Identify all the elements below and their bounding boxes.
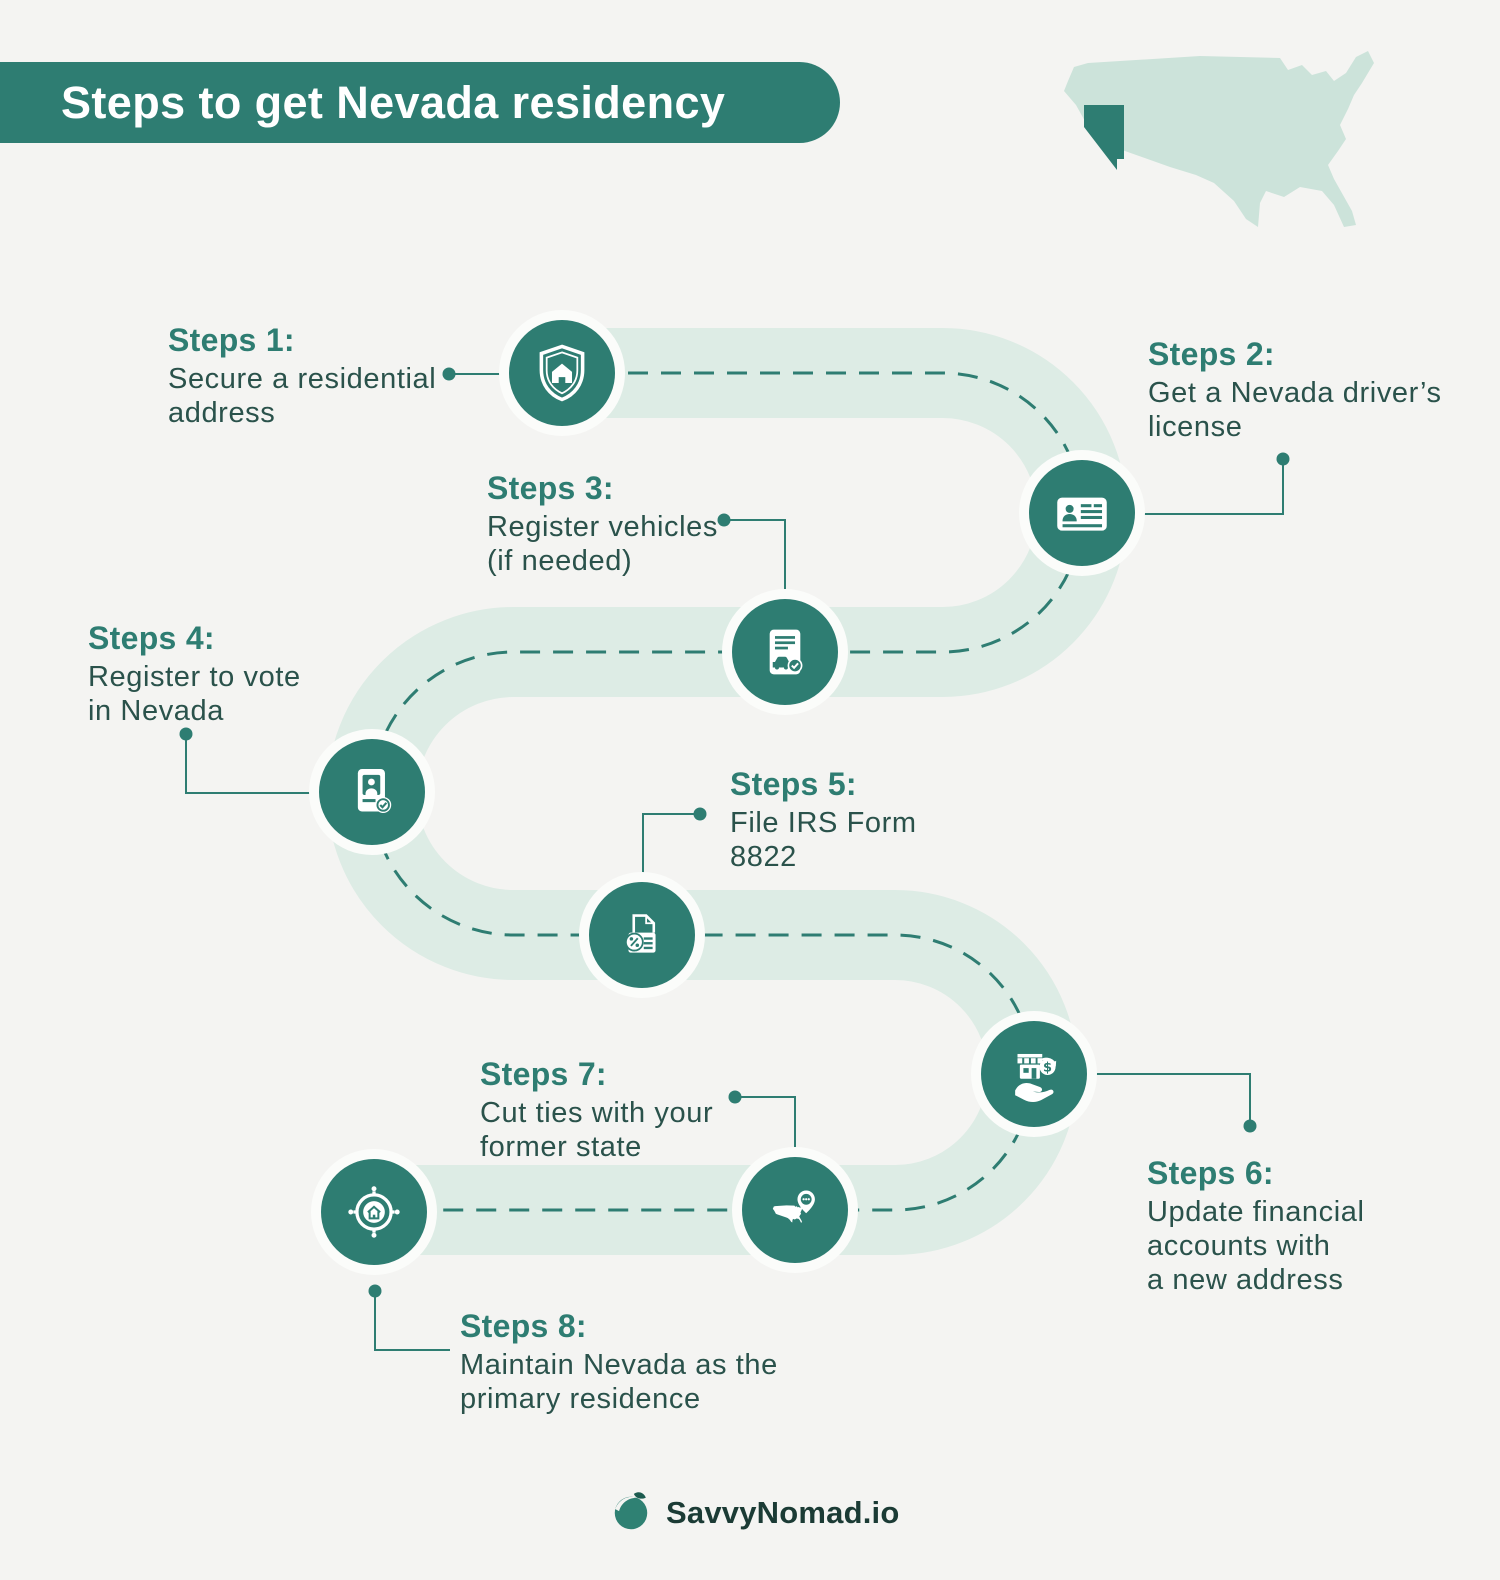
step-1-icon-badge bbox=[509, 320, 615, 426]
step-1-heading: Steps 1: bbox=[168, 322, 295, 358]
step-7-description: Cut ties with your former state bbox=[480, 1097, 714, 1163]
connector-step-2 bbox=[1140, 459, 1284, 515]
connector-step-3 bbox=[724, 519, 786, 596]
step-2-heading: Steps 2: bbox=[1148, 336, 1275, 372]
step-3-icon-badge bbox=[732, 599, 838, 705]
step-5-description: File IRS Form 8822 bbox=[730, 807, 917, 873]
step-1-label: Steps 1: Secure a residential address bbox=[168, 322, 436, 431]
road-dashed-centerline bbox=[370, 371, 1084, 1212]
vehicle-registration-icon bbox=[769, 629, 803, 675]
footer-brand-text: SavvyNomad.io bbox=[666, 1495, 900, 1530]
us-outline bbox=[1064, 51, 1374, 227]
step-5-icon-badge bbox=[589, 882, 695, 988]
connector-step-6 bbox=[1090, 1073, 1251, 1126]
drivers-license-icon bbox=[1057, 497, 1107, 531]
connector-step-5 bbox=[642, 813, 700, 880]
step-6-icon-badge: $ bbox=[981, 1021, 1087, 1127]
connectors bbox=[185, 373, 1284, 1351]
step-4-description: Register to vote in Nevada bbox=[88, 661, 301, 727]
step-8-label: Steps 8: Maintain Nevada as the primary … bbox=[460, 1308, 778, 1417]
financial-accounts-icon: $ bbox=[1015, 1053, 1057, 1102]
us-map bbox=[1064, 51, 1374, 227]
savvynomad-logo-icon bbox=[614, 1492, 648, 1530]
step-4-label: Steps 4: Register to vote in Nevada bbox=[88, 620, 301, 729]
connector-step-7 bbox=[735, 1096, 796, 1155]
connector-dots bbox=[179, 367, 1290, 1298]
step-7-heading: Steps 7: bbox=[480, 1056, 607, 1092]
step-8-heading: Steps 8: bbox=[460, 1308, 587, 1344]
irs-form-icon bbox=[624, 914, 656, 953]
step-8-description: Maintain Nevada as the primary residence bbox=[460, 1349, 778, 1415]
step-4-icon-badge bbox=[319, 739, 425, 845]
step-2-description: Get a Nevada driver’s license bbox=[1148, 377, 1442, 443]
title-banner: Steps to get Nevada residency bbox=[0, 62, 840, 143]
step-3-heading: Steps 3: bbox=[487, 470, 614, 506]
step-7-icon-badge bbox=[742, 1157, 848, 1263]
step-1-description: Secure a residential address bbox=[168, 363, 437, 429]
step-6-heading: Steps 6: bbox=[1147, 1155, 1274, 1191]
step-4-heading: Steps 4: bbox=[88, 620, 215, 656]
step-2-icon-badge bbox=[1029, 460, 1135, 566]
step-5-heading: Steps 5: bbox=[730, 766, 857, 802]
step-2-label: Steps 2: Get a Nevada driver’s license bbox=[1148, 336, 1442, 445]
step-8-icon-badge bbox=[321, 1159, 427, 1265]
former-state-map-icon bbox=[772, 1190, 815, 1223]
voter-registration-icon bbox=[357, 769, 392, 813]
primary-residence-target-icon bbox=[348, 1186, 400, 1238]
step-3-label: Steps 3: Register vehicles (if needed) bbox=[487, 470, 718, 579]
footer-brand: SavvyNomad.io bbox=[610, 1492, 899, 1534]
step-6-label: Steps 6: Update financial accounts with … bbox=[1147, 1155, 1365, 1298]
step-5-label: Steps 5: File IRS Form 8822 bbox=[730, 766, 917, 875]
step-7-label: Steps 7: Cut ties with your former state bbox=[480, 1056, 713, 1165]
nevada-state bbox=[1084, 105, 1124, 170]
connector-step-8 bbox=[374, 1291, 450, 1351]
step-6-description: Update financial accounts with a new add… bbox=[1147, 1196, 1365, 1296]
road-band bbox=[327, 328, 1127, 1255]
shield-house-icon bbox=[539, 344, 585, 402]
dollar-glyph: $ bbox=[1043, 1060, 1052, 1075]
step-3-description: Register vehicles (if needed) bbox=[487, 511, 719, 577]
page-title: Steps to get Nevada residency bbox=[61, 76, 726, 128]
connector-step-4 bbox=[185, 734, 322, 794]
